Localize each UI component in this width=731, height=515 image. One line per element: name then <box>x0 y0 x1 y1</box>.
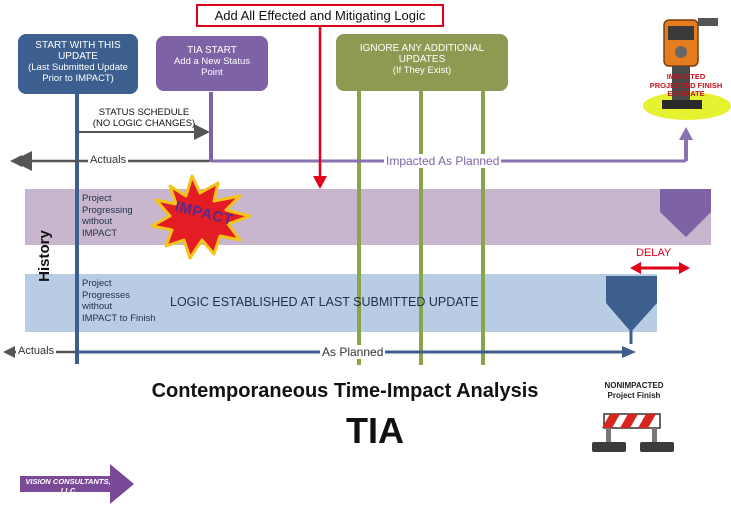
actuals-top-arrowhead <box>10 155 22 167</box>
impacted-band-text: Project Progressing without IMPACT <box>82 193 133 239</box>
history-label-text: History <box>36 230 53 282</box>
page-title-text: Contemporaneous Time-Impact Analysis <box>151 380 539 402</box>
tia-box-line2: Add a New Status <box>173 56 251 67</box>
tia-vertical-line <box>209 92 213 162</box>
impacted-band-line4: IMPACT <box>82 227 118 239</box>
tia-start-box: TIA START Add a New Status Point <box>156 36 268 91</box>
ignore-box-line2: UPDATES <box>398 54 446 65</box>
start-vertical-line <box>75 92 79 364</box>
status-schedule-line1: STATUS SCHEDULE <box>98 107 190 118</box>
impacted-finish-marker <box>660 189 711 237</box>
update-line-2 <box>419 90 423 365</box>
delay-arrow-left <box>630 262 641 274</box>
tia-box-line3: Point <box>201 67 223 78</box>
update-line-3 <box>481 90 485 365</box>
top-callout: Add All Effected and Mitigating Logic <box>196 4 444 27</box>
page-title: Contemporaneous Time-Impact Analysis <box>80 380 610 403</box>
ignore-box-line3: (If They Exist) <box>392 65 452 76</box>
ignore-box-line1: IGNORE ANY ADDITIONAL <box>359 43 485 54</box>
start-box-line3: (Last Submitted Update <box>28 62 128 73</box>
as-planned-arrowhead <box>622 346 636 358</box>
start-box-line4: Prior to IMPACT) <box>42 73 114 84</box>
baseline-band-line3: without <box>82 301 113 312</box>
start-box-line2: UPDATE <box>58 51 98 62</box>
actuals-top-label: Actuals <box>88 154 129 166</box>
start-update-box: START WITH THIS UPDATE (Last Submitted U… <box>18 34 138 94</box>
tamper-machine-icon <box>643 18 731 120</box>
baseline-band-line1: Project <box>82 278 112 289</box>
impact-burst <box>150 174 252 260</box>
top-callout-text: Add All Effected and Mitigating Logic <box>214 8 426 23</box>
barricade-icon <box>592 413 674 452</box>
status-schedule-line2: (NO LOGIC CHANGES) <box>92 118 196 129</box>
delay-arrow-right <box>679 262 690 274</box>
impacted-finish-label: IMPACTED PROJECTED FINISH ESTIMATE <box>640 72 731 99</box>
as-planned-label: As Planned <box>320 345 386 359</box>
update-line-1 <box>357 90 361 365</box>
baseline-band-text: Project Progresses without IMPACT to Fin… <box>82 278 156 324</box>
callout-drop-arrowhead <box>313 176 327 189</box>
company-logo <box>20 464 134 504</box>
start-box-line1: START WITH THIS <box>35 40 121 51</box>
tia-heading-text: TIA <box>346 410 404 451</box>
logic-established-label: LOGIC ESTABLISHED AT LAST SUBMITTED UPDA… <box>170 295 479 309</box>
impacted-band <box>25 189 711 245</box>
tia-heading: TIA <box>300 410 450 452</box>
impacted-finish-line2: PROJECTED FINISH <box>649 80 723 90</box>
impacted-finish-line1: IMPACTED <box>666 72 706 81</box>
nonimpacted-finish-line1: NONIMPACTED <box>604 381 664 390</box>
logo-text: VISION CONSULTANTS, LLC <box>24 477 112 495</box>
history-label: History <box>36 228 56 284</box>
baseline-band <box>25 274 657 332</box>
nonimpacted-finish-line2: Project Finish <box>607 390 661 400</box>
baseline-band-line2: Progresses <box>82 289 131 301</box>
actuals-bottom-arrowhead <box>3 346 15 358</box>
logo-text-span: VISION CONSULTANTS, LLC <box>25 477 111 495</box>
baseline-finish-marker <box>606 276 657 332</box>
impacted-finish-line3: ESTIMATE <box>667 89 705 98</box>
baseline-band-line4: IMPACT to Finish <box>82 312 156 324</box>
impacted-band-line1: Project <box>82 193 112 204</box>
nonimpacted-finish-label: NONIMPACTED Project Finish <box>594 381 674 400</box>
impacted-arrowhead <box>679 127 693 140</box>
status-schedule-label: STATUS SCHEDULE (NO LOGIC CHANGES) <box>82 107 206 129</box>
impacted-band-line2: Progressing <box>82 204 133 216</box>
impacted-as-planned-label: Impacted As Planned <box>384 154 502 168</box>
tia-box-line1: TIA START <box>187 45 237 56</box>
impacted-band-line3: without <box>82 216 113 227</box>
delay-label: DELAY <box>636 247 672 259</box>
actuals-bottom-label: Actuals <box>16 345 57 357</box>
ignore-updates-box: IGNORE ANY ADDITIONAL UPDATES (If They E… <box>336 34 508 91</box>
